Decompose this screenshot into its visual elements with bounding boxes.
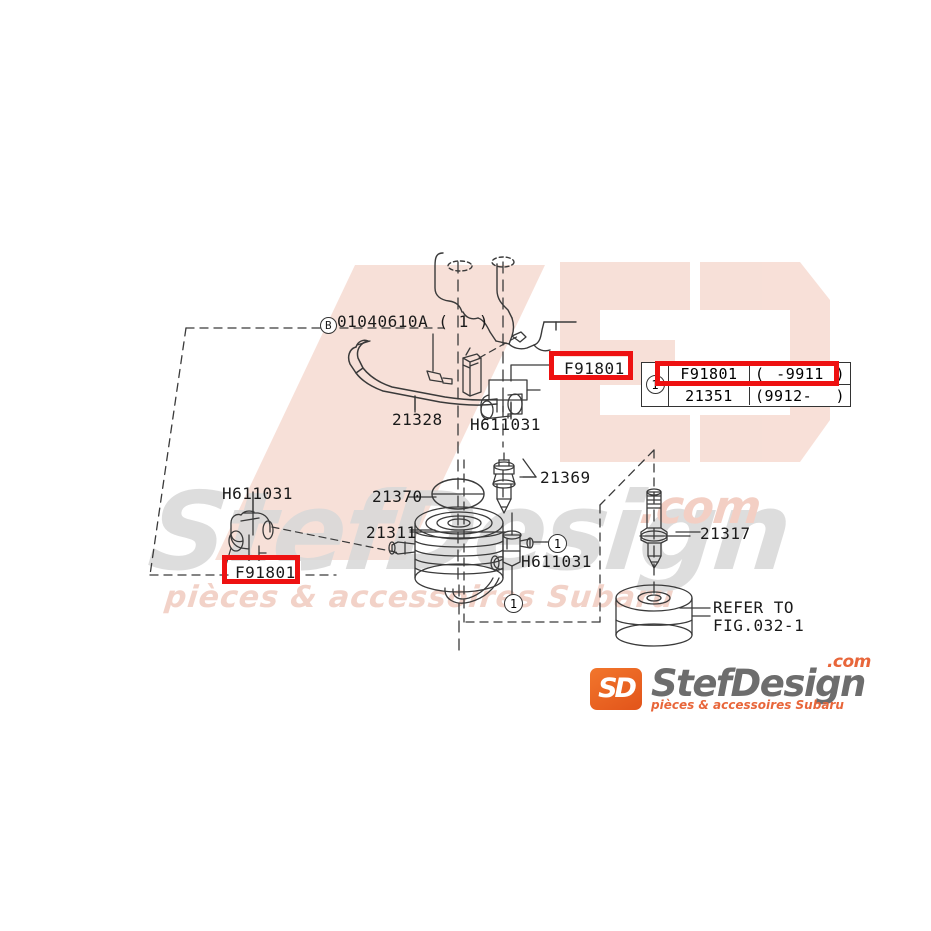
table-cell-range: (9912- ) (750, 387, 850, 405)
hose-21328 (347, 339, 498, 406)
label-f91801-left: F91801 (230, 561, 301, 584)
range-open: (9912- (755, 386, 813, 405)
label-h611031-top: H611031 (470, 415, 541, 434)
range-close: ) (835, 364, 845, 383)
cooler-lower-hose (444, 577, 500, 604)
table-row: 21351 (9912- ) (669, 384, 850, 406)
oil-cooler-21311 (414, 506, 504, 593)
label-h611031-left: H611031 (222, 484, 293, 503)
logo-brand-text: StefDesign (651, 662, 866, 705)
logo-tagline-text: pièces & accessoires Subaru (651, 698, 844, 712)
logo-tld-text: .com (826, 652, 871, 672)
label-bolt-01040610A-text: 01040610A ( 1 ) (337, 312, 489, 331)
range-close: ) (835, 386, 845, 405)
logo-badge-icon: SD (590, 667, 642, 710)
label-21370: 21370 (372, 487, 423, 506)
engine-bracket-outline (434, 252, 577, 352)
stefdesign-logo: SD StefDesign .com pièces & accessoires … (590, 652, 871, 712)
label-21311: 21311 (366, 523, 417, 542)
logo-wordmark: StefDesign .com pièces & accessoires Sub… (651, 652, 871, 712)
highlight-table-row (655, 361, 839, 386)
label-h611031-mid: H611031 (521, 552, 592, 571)
center-bracket (462, 347, 482, 397)
bolt-mark-b-icon: B (320, 317, 337, 334)
label-refer-to: REFER TO (713, 598, 795, 617)
callout-marker-1a: 1 (548, 534, 567, 553)
table-cell-part: 21351 (669, 386, 750, 405)
callout-marker-1b: 1 (504, 594, 523, 613)
bracket-connector (511, 331, 527, 343)
cooler-inlet-left (388, 541, 416, 555)
highlight-f91801-top (549, 351, 633, 380)
logo-badge-text: SD (598, 673, 637, 704)
label-21317: 21317 (700, 524, 751, 543)
oil-filter-element (615, 584, 693, 647)
highlight-f91801-left (222, 555, 300, 584)
bolt-01040610A (426, 333, 453, 385)
label-21328: 21328 (392, 410, 443, 429)
sensor-21369 (492, 452, 516, 514)
label-refer-fig: FIG.032-1 (713, 616, 805, 635)
leader-f91801-top (510, 364, 554, 382)
label-21369: 21369 (540, 468, 591, 487)
